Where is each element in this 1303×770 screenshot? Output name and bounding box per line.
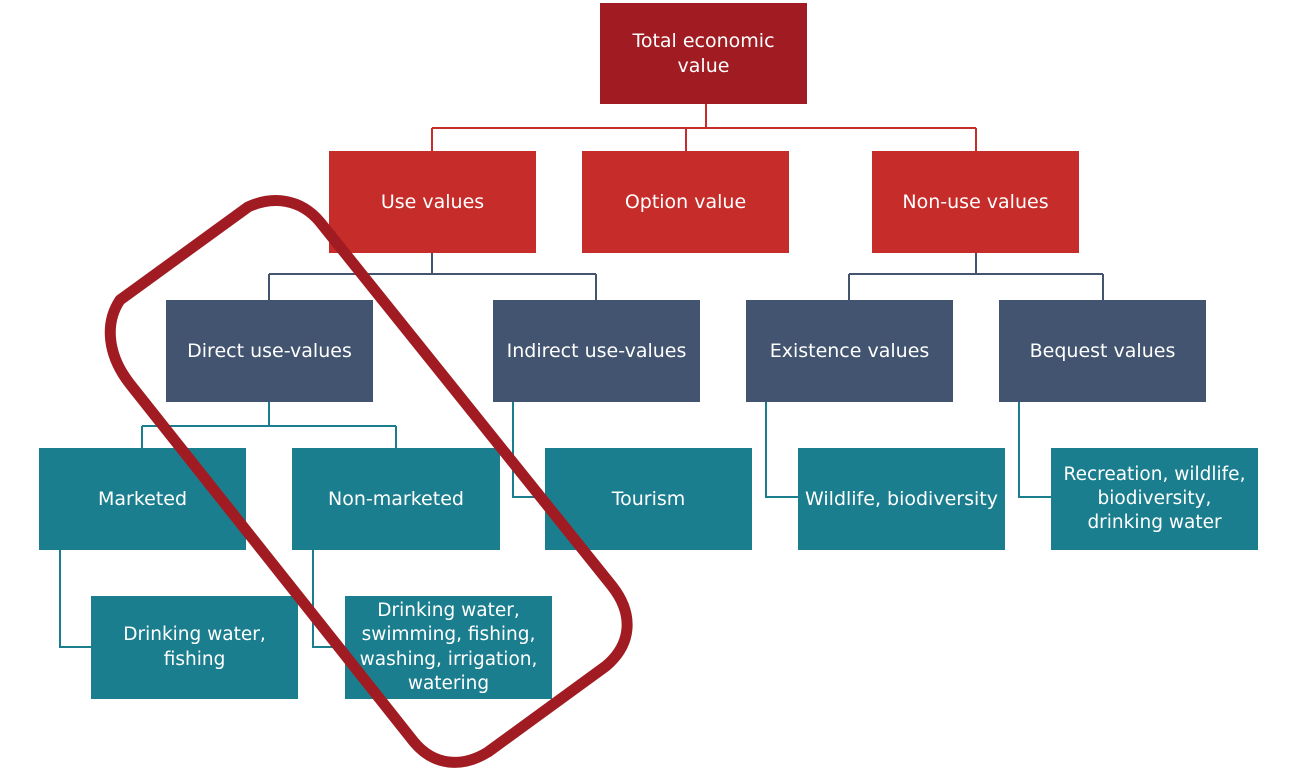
node-use-values: Use values	[329, 151, 536, 253]
node-wildlife-biodiversity: Wildlife, biodiversity	[798, 448, 1005, 550]
node-label: Non-marketed	[328, 487, 464, 510]
node-drinking-water-fishing: Drinking water, fishing	[91, 596, 298, 699]
node-bequest-values: Bequest values	[999, 300, 1206, 402]
node-label: Existence values	[769, 339, 930, 362]
node-tourism: Tourism	[545, 448, 752, 550]
level2-connectors	[268, 253, 1104, 300]
node-label: Marketed	[97, 487, 188, 510]
node-label: Drinking water, fishing	[123, 624, 266, 670]
node-option-value: Option value	[582, 151, 789, 253]
node-label: Use values	[380, 190, 485, 213]
node-label: Option value	[624, 190, 747, 213]
node-total-economic-value: Total economic value	[600, 3, 807, 104]
node-label: Recreation, wildlife, biodiversity, drin…	[1063, 463, 1246, 534]
node-existence-values: Existence values	[746, 300, 953, 402]
node-label: Tourism	[611, 487, 686, 510]
node-marketed: Marketed	[39, 448, 246, 550]
node-recreation-wildlife: Recreation, wildlife, biodiversity, drin…	[1051, 448, 1258, 550]
node-indirect-use-values: Indirect use-values	[493, 300, 700, 402]
node-label: Wildlife, biodiversity	[805, 487, 998, 510]
node-non-use-values: Non-use values	[872, 151, 1079, 253]
node-drinking-water-swimming: Drinking water, swimming, fishing, washi…	[345, 596, 552, 699]
node-label: Drinking water, swimming, fishing, washi…	[359, 600, 538, 694]
node-label: Direct use-values	[187, 339, 352, 362]
node-label: Bequest values	[1029, 339, 1176, 362]
node-direct-use-values: Direct use-values	[166, 300, 373, 402]
root-connectors	[431, 104, 977, 151]
node-label: Non-use values	[902, 190, 1049, 213]
node-label: Total economic value	[632, 29, 775, 77]
node-label: Indirect use-values	[506, 339, 687, 362]
node-non-marketed: Non-marketed	[292, 448, 500, 550]
